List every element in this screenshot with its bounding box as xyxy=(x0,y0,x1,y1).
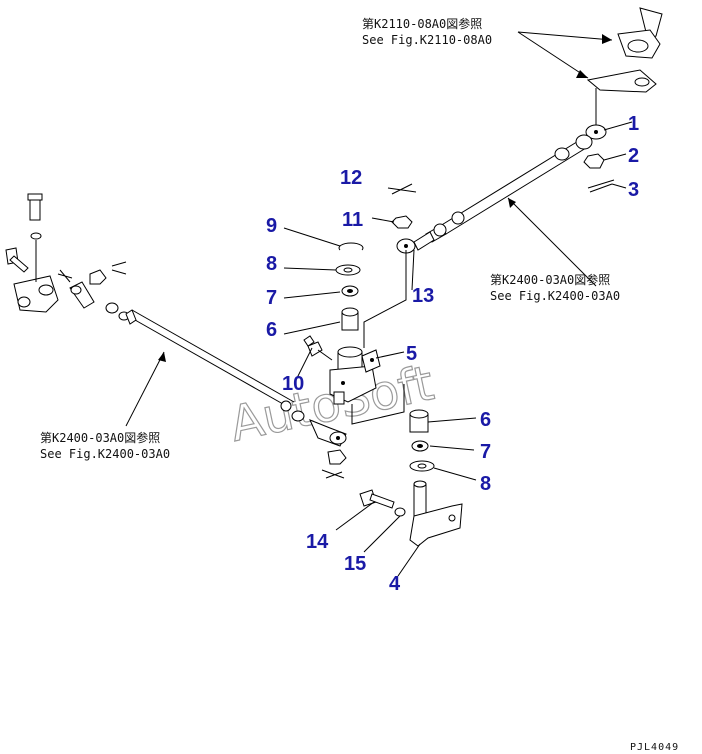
callout-8-upper: 8 xyxy=(266,253,277,275)
grease-fitting-10 xyxy=(303,335,333,361)
callout-11: 11 xyxy=(342,209,363,231)
upper-right-rod xyxy=(425,134,593,243)
left-bracket-assembly xyxy=(5,193,130,321)
nut-11 xyxy=(391,215,413,229)
callout-1: 1 xyxy=(628,113,639,135)
callout-6-upper: 6 xyxy=(266,319,277,341)
callout-7-lower: 7 xyxy=(480,441,491,463)
bushing-6-lower xyxy=(409,409,429,433)
ref-k2400-left-jp: 第K2400-03A0図参照 xyxy=(40,430,160,445)
rod-end-13 xyxy=(396,231,435,254)
callout-9: 9 xyxy=(266,215,277,237)
bolt-14 xyxy=(359,489,395,509)
callout-14: 14 xyxy=(306,531,329,553)
cotter-pin-12 xyxy=(387,183,417,195)
washer-15 xyxy=(394,507,406,517)
callout-2: 2 xyxy=(628,145,639,167)
bell-crank-5 xyxy=(329,346,381,405)
ref-k2400-right-en: See Fig.K2400-03A0 xyxy=(490,289,620,303)
callout-8-lower: 8 xyxy=(480,473,491,495)
bushing-7-upper xyxy=(341,285,359,297)
callout-6-lower: 6 xyxy=(480,409,491,431)
callout-7-upper: 7 xyxy=(266,287,277,309)
nut-2 xyxy=(583,153,605,169)
callout-15: 15 xyxy=(344,553,366,575)
drawing-code: PJL4049 xyxy=(630,742,679,753)
ref-k2400-right-jp: 第K2400-03A0図参照 xyxy=(490,272,610,287)
bushing-7-lower xyxy=(411,440,429,452)
callout-4: 4 xyxy=(389,573,401,595)
leader-lines xyxy=(125,31,633,577)
callout-5: 5 xyxy=(406,343,417,365)
washer-8-lower xyxy=(409,460,435,472)
lever-4 xyxy=(409,480,463,547)
bushing-6-upper xyxy=(341,307,359,331)
callout-10: 10 xyxy=(282,373,304,395)
callout-13: 13 xyxy=(412,285,434,307)
snap-ring-9 xyxy=(338,242,364,251)
ref-k2110-jp: 第K2110-08A0図参照 xyxy=(362,16,482,31)
cotter-pin-3 xyxy=(587,179,615,193)
upper-lever-assembly xyxy=(585,7,663,140)
ref-k2110-en: See Fig.K2110-08A0 xyxy=(362,33,492,47)
callout-12: 12 xyxy=(340,167,362,189)
callout-3: 3 xyxy=(628,179,639,201)
left-long-rod xyxy=(125,309,347,479)
ref-k2400-left-en: See Fig.K2400-03A0 xyxy=(40,447,170,461)
washer-8-upper xyxy=(335,264,361,276)
